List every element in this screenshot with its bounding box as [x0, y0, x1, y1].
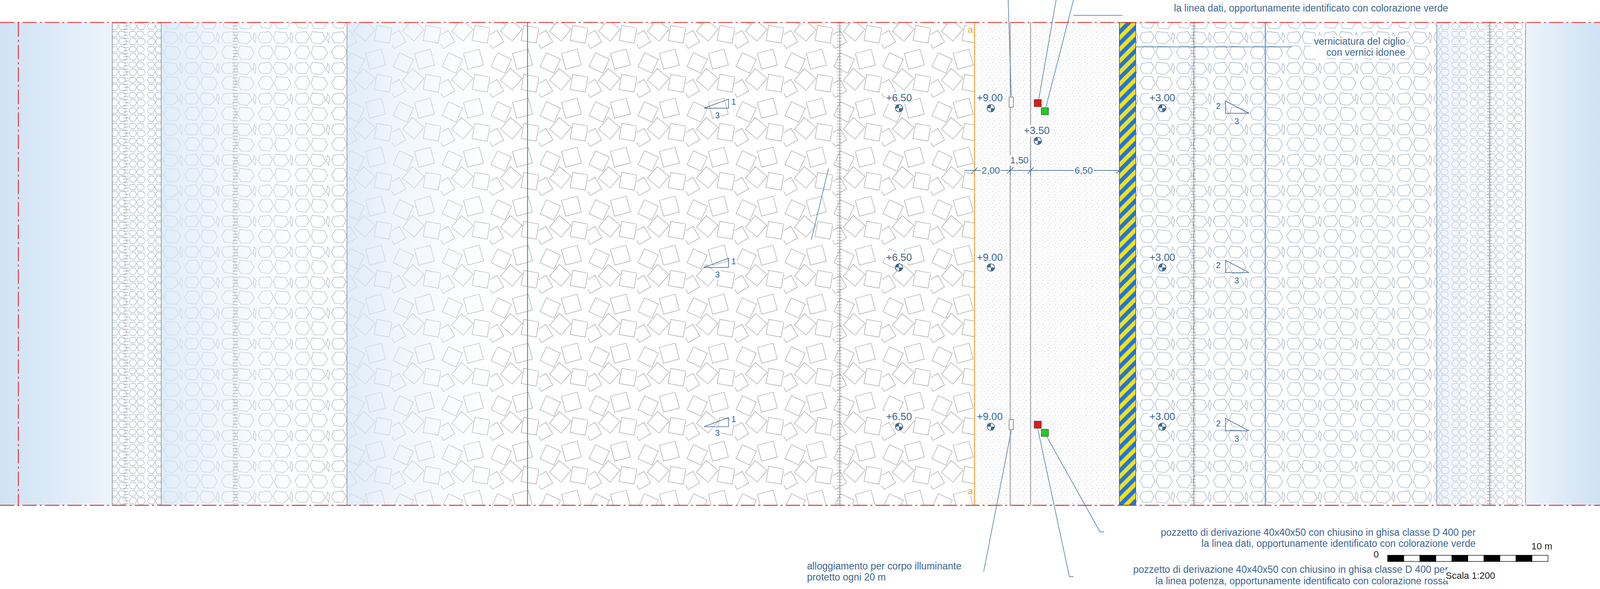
sand-path [974, 22, 1120, 506]
stone-band [1436, 22, 1526, 506]
scale-bar [1387, 555, 1549, 562]
stone-band [1135, 22, 1438, 506]
elevation-label: +9.00 [975, 91, 1004, 104]
elevation-label: +9.00 [975, 251, 1004, 264]
dimension-label: 2,00 [981, 165, 1002, 176]
slope-label: 3 [714, 269, 721, 280]
scale-title: Scala 1:200 [1444, 570, 1496, 581]
slope-label: 1 [730, 96, 737, 107]
elevation-label: +6.50 [885, 91, 913, 104]
manholes [1034, 99, 1049, 437]
slope-label: 3 [1233, 433, 1241, 444]
note-text: la linea dati, opportunamente identifica… [1173, 2, 1449, 14]
note-text: verniciatura del ciglio con vernici idon… [1311, 35, 1407, 59]
elevation-label: +6.50 [885, 410, 913, 423]
boundary-line [0, 22, 1600, 506]
slope-label: 1 [730, 256, 737, 267]
slope-symbols [704, 99, 1250, 431]
dimension-label: 1,50 [1009, 154, 1030, 166]
slope-label: 2 [1214, 418, 1222, 429]
slope-label: 2 [1214, 260, 1222, 271]
tick-line [1190, 22, 1196, 506]
slope-label: 3 [1233, 116, 1241, 127]
elevation-label: +9.00 [975, 410, 1004, 423]
band-lines [112, 22, 1526, 506]
leader-lines [811, 0, 1292, 577]
slope-label: 3 [714, 110, 721, 121]
tint [161, 22, 348, 506]
elevation-label: +6.50 [885, 251, 913, 264]
note-text: pozzetto di derivazione 40x40x50 con chi… [1157, 526, 1477, 550]
elevation-label: +3.00 [1148, 251, 1177, 264]
note-text: alloggiamento per corpo illuminante prot… [806, 560, 965, 583]
tick-line [232, 22, 238, 506]
dimension-label: 6,50 [1073, 165, 1094, 176]
section-mark: a [966, 24, 974, 35]
light-housing [1009, 96, 1014, 430]
stone-band [112, 22, 162, 506]
elevation-label: +3.00 [1148, 410, 1177, 423]
tint [347, 22, 528, 506]
stone-band [161, 22, 348, 506]
section-mark: a [966, 485, 974, 497]
slope-label: 1 [730, 414, 737, 425]
slope-label: 3 [1233, 275, 1241, 286]
dimension-line [964, 160, 1123, 176]
scale-label: 0 [1372, 548, 1380, 560]
note-text: pozzetto di derivazione 40x40x50 con chi… [1130, 563, 1449, 587]
water-left [0, 22, 113, 506]
water-right [1525, 22, 1600, 506]
tick-line [123, 22, 129, 506]
curb-paint [1119, 22, 1136, 506]
tick-line [836, 22, 842, 506]
slope-label: 3 [714, 427, 721, 438]
tint [1436, 22, 1526, 506]
elevation-label: +3.00 [1148, 91, 1177, 104]
elevation-label: +3.50 [1023, 124, 1051, 137]
elevation-marks [895, 104, 1167, 431]
tick-line [1486, 22, 1492, 506]
slope-label: 2 [1214, 101, 1222, 112]
riprap-band [347, 22, 975, 506]
scale-label: 10 m [1530, 540, 1554, 552]
ground-bands [0, 22, 1600, 506]
